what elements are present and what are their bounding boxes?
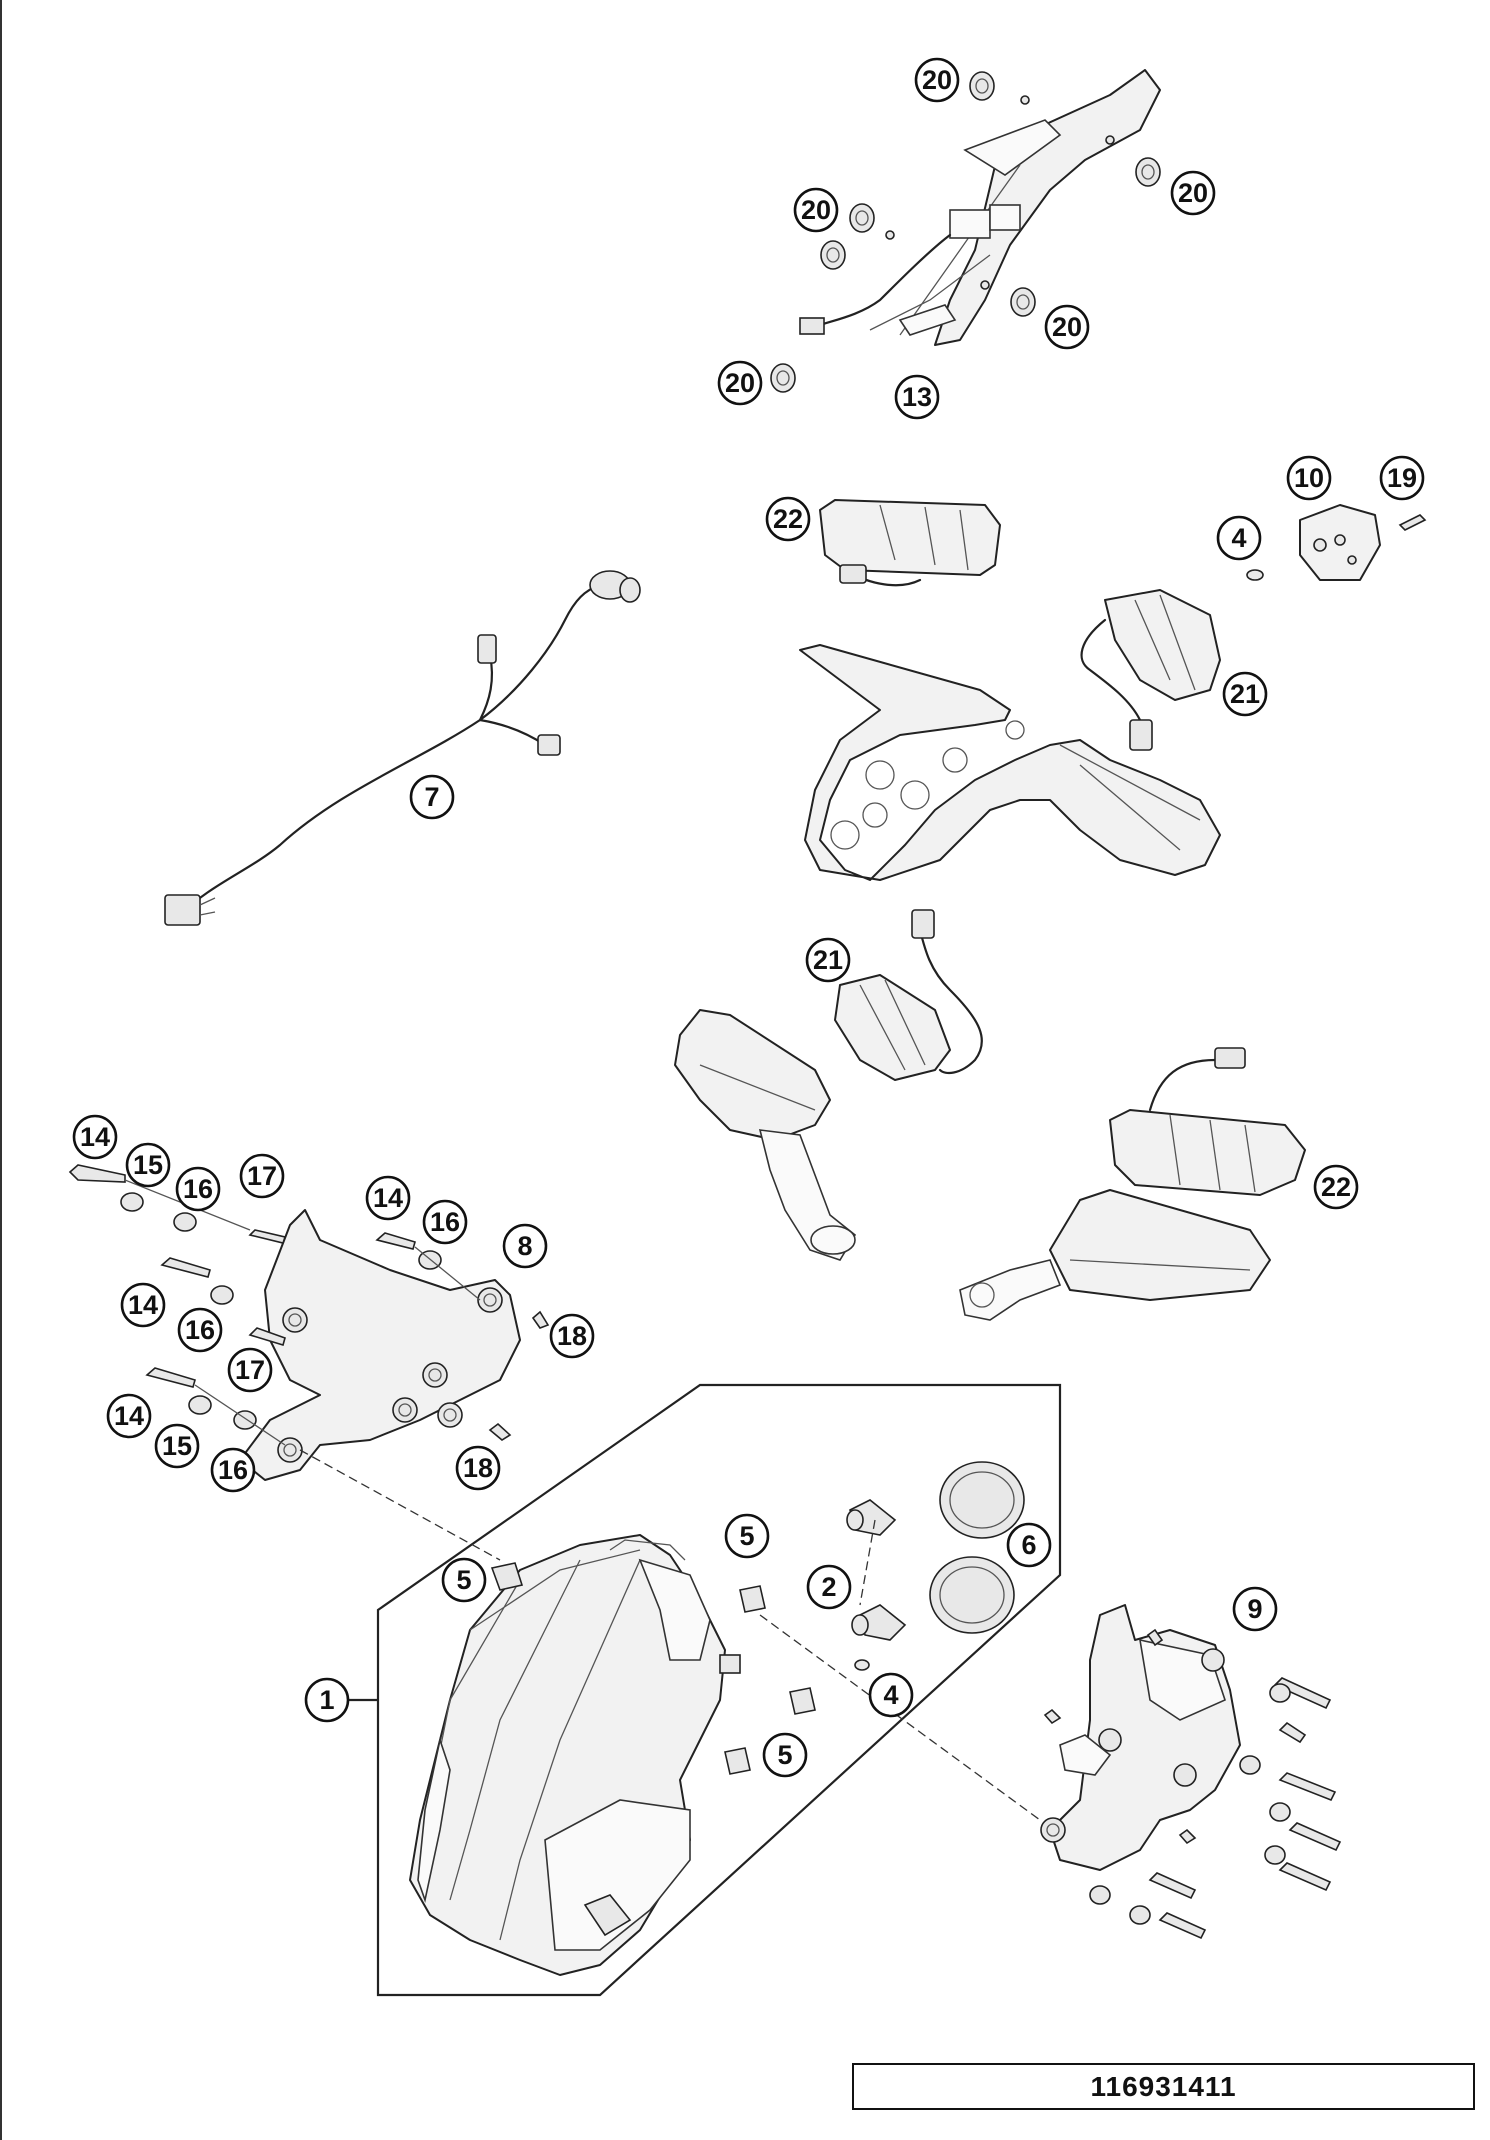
callout-14-a: 14 xyxy=(72,1114,118,1160)
bulb-4-upper xyxy=(1246,569,1264,581)
screw-19 xyxy=(1398,514,1427,531)
callout-10: 10 xyxy=(1286,455,1332,501)
callout-20-e-label: 20 xyxy=(725,368,755,398)
callout-19-label: 19 xyxy=(1387,463,1417,493)
callout-14-d: 14 xyxy=(106,1393,152,1439)
mirror-signal-right xyxy=(959,1189,1271,1321)
wiring-harness xyxy=(164,570,641,926)
callout-14-c-label: 14 xyxy=(128,1290,158,1320)
tail-light-22-upper xyxy=(819,499,1001,587)
callout-22-a-label: 22 xyxy=(773,504,803,534)
callout-20-c: 20 xyxy=(793,187,839,233)
callout-19: 19 xyxy=(1379,455,1425,501)
callout-5-bottom-label: 5 xyxy=(777,1740,792,1770)
callout-18-b: 18 xyxy=(455,1445,501,1491)
callout-18-a-label: 18 xyxy=(557,1321,587,1351)
callout-5-top-label: 5 xyxy=(739,1521,754,1551)
callout-5-left-label: 5 xyxy=(456,1565,471,1595)
callout-18-b-label: 18 xyxy=(463,1453,493,1483)
callout-17-a-label: 17 xyxy=(247,1161,277,1191)
rubber-grommets-20 xyxy=(770,71,1161,393)
callout-4-upper-label: 4 xyxy=(1231,523,1246,553)
callout-16-b-label: 16 xyxy=(430,1207,460,1237)
callout-16-d-label: 16 xyxy=(218,1455,248,1485)
callout-5-top: 5 xyxy=(724,1513,770,1559)
callout-1: 1 xyxy=(304,1677,350,1723)
callout-21-a: 21 xyxy=(1222,671,1268,717)
callout-20-b: 20 xyxy=(1170,170,1216,216)
callout-8: 8 xyxy=(502,1223,548,1269)
bulb-covers-6 xyxy=(929,1461,1025,1634)
callout-16-a-label: 16 xyxy=(183,1174,213,1204)
callout-7-label: 7 xyxy=(424,782,439,812)
callout-9: 9 xyxy=(1232,1586,1278,1632)
callout-22-b-label: 22 xyxy=(1321,1172,1351,1202)
callout-4-lower: 4 xyxy=(868,1672,914,1718)
callout-4-lower-label: 4 xyxy=(883,1680,898,1710)
callout-16-c: 16 xyxy=(177,1307,223,1353)
callout-5-bottom: 5 xyxy=(762,1732,808,1778)
callout-16-c-label: 16 xyxy=(185,1315,215,1345)
callout-16-b: 16 xyxy=(422,1199,468,1245)
callout-16-a: 16 xyxy=(175,1166,221,1212)
callout-5-left: 5 xyxy=(441,1557,487,1603)
callout-15-a-label: 15 xyxy=(133,1150,163,1180)
clips-5 xyxy=(490,1562,816,1775)
callout-14-a-label: 14 xyxy=(80,1122,110,1152)
document-number: 116931411 xyxy=(1090,2070,1237,2102)
callout-20-a-label: 20 xyxy=(922,65,952,95)
callout-20-d: 20 xyxy=(1044,304,1090,350)
callout-22-b: 22 xyxy=(1313,1164,1359,1210)
headlight-bracket xyxy=(239,1209,521,1481)
callout-20-e: 20 xyxy=(717,360,763,406)
callout-17-b: 17 xyxy=(227,1347,273,1393)
callout-2: 2 xyxy=(806,1564,852,1610)
callout-14-c: 14 xyxy=(120,1282,166,1328)
callout-20-a: 20 xyxy=(914,57,960,103)
callout-14-b: 14 xyxy=(365,1175,411,1221)
callout-7: 7 xyxy=(409,774,455,820)
right-bracket xyxy=(1040,1604,1241,1871)
leader-lines xyxy=(299,1449,1041,1821)
callout-22-a: 22 xyxy=(765,496,811,542)
callout-9-label: 9 xyxy=(1247,1594,1262,1624)
callout-15-b: 15 xyxy=(154,1423,200,1469)
callout-17-b-label: 17 xyxy=(235,1355,265,1385)
headlight-unit xyxy=(409,1534,741,1976)
right-bracket-hardware xyxy=(1043,1628,1342,1940)
bulbs-2-4 xyxy=(846,1499,907,1671)
page-left-border xyxy=(0,0,2,2140)
callout-20-d-label: 20 xyxy=(1052,312,1082,342)
callout-13: 13 xyxy=(894,374,940,420)
callout-21-b: 21 xyxy=(805,937,851,983)
callout-17-a: 17 xyxy=(239,1153,285,1199)
callout-15-b-label: 15 xyxy=(162,1431,192,1461)
tail-light-21-upper xyxy=(1080,589,1221,751)
callout-16-d: 16 xyxy=(210,1447,256,1493)
rear-frame-assembly xyxy=(799,69,1161,346)
callout-6-label: 6 xyxy=(1021,1530,1036,1560)
callout-6: 6 xyxy=(1006,1522,1052,1568)
callout-15-a: 15 xyxy=(125,1142,171,1188)
document-number-box: 116931411 xyxy=(852,2063,1475,2110)
license-light-10 xyxy=(1299,504,1381,581)
turn-signal-21-lower xyxy=(834,909,983,1081)
mirror-signal-left xyxy=(674,1009,857,1261)
callout-20-b-label: 20 xyxy=(1178,178,1208,208)
callout-21-a-label: 21 xyxy=(1230,679,1260,709)
callout-2-label: 2 xyxy=(821,1572,836,1602)
callout-14-b-label: 14 xyxy=(373,1183,403,1213)
rear-subframe-bracket xyxy=(799,644,1221,881)
callout-13-label: 13 xyxy=(902,382,932,412)
callout-4-upper: 4 xyxy=(1216,515,1262,561)
callout-21-b-label: 21 xyxy=(813,945,843,975)
callout-20-c-label: 20 xyxy=(801,195,831,225)
turn-signal-22-lower xyxy=(1109,1047,1306,1196)
callout-10-label: 10 xyxy=(1294,463,1324,493)
callout-18-a: 18 xyxy=(549,1313,595,1359)
callout-8-label: 8 xyxy=(517,1231,532,1261)
callout-1-label: 1 xyxy=(319,1685,334,1715)
callout-14-d-label: 14 xyxy=(114,1401,144,1431)
